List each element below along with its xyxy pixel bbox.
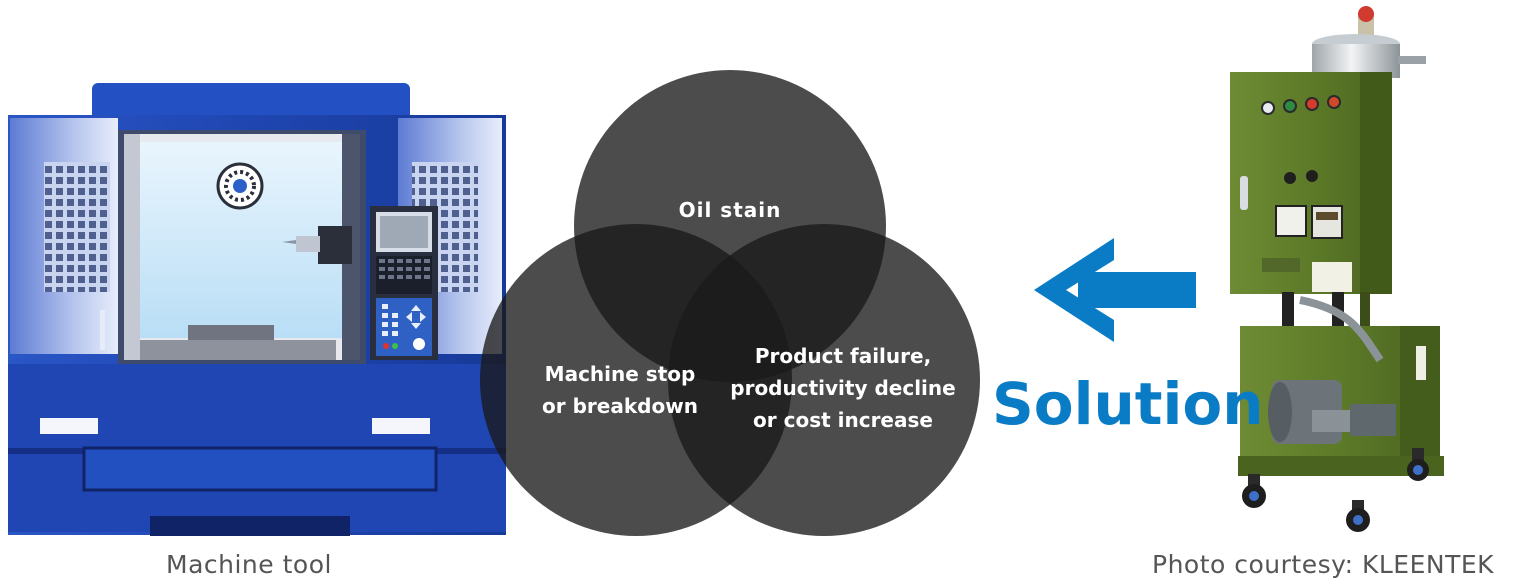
venn-label-line: or breakdown: [542, 394, 698, 418]
venn-circle-product-failure: [668, 224, 980, 536]
oil-skimmer-photo: [1230, 6, 1444, 532]
vent-grille-left: [44, 162, 110, 292]
venn-diagram: [480, 70, 980, 536]
venn-label-line: Product failure,: [754, 344, 932, 368]
cnc-machine-icon: [8, 83, 506, 536]
venn-label-line: Oil stain: [678, 198, 782, 222]
solution-label: Solution: [992, 370, 1264, 438]
venn-label-line: productivity decline: [730, 376, 956, 400]
venn-label-oil-stain: Oil stain: [630, 194, 830, 226]
photo-credit-caption: Photo courtesy: KLEENTEK: [1152, 550, 1495, 579]
venn-label-machine-stop: Machine stop or breakdown: [520, 358, 720, 422]
arrow-left-icon: [1034, 238, 1196, 342]
venn-label-line: or cost increase: [753, 408, 933, 432]
venn-label-product-failure: Product failure, productivity decline or…: [718, 340, 968, 436]
machine-tool-caption: Machine tool: [166, 550, 332, 579]
venn-label-line: Machine stop: [544, 362, 696, 386]
